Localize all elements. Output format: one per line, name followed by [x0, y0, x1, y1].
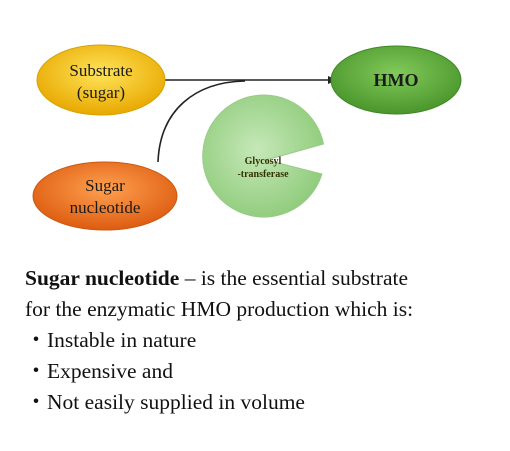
glycosyltransferase-enzyme: Glycosyl -transferase: [202, 94, 325, 218]
bullet-text: Not easily supplied in volume: [47, 390, 305, 414]
reaction-diagram: Substrate (sugar) Sugar nucleotide HMO G…: [32, 44, 462, 231]
hmo-node: HMO: [330, 45, 462, 115]
substrate-label-line1: Substrate: [69, 61, 132, 80]
description-line-2: for the enzymatic HMO production which i…: [25, 297, 414, 321]
enzyme-label-line2: -transferase: [237, 169, 289, 180]
nucleotide-connector: [157, 80, 246, 163]
bullet-marker: ・: [25, 359, 47, 383]
description-line-1: Sugar nucleotide – is the essential subs…: [25, 263, 505, 294]
nucleotide-label-line2: nucleotide: [70, 198, 141, 217]
bullet-marker: ・: [25, 328, 47, 352]
nucleotide-label-line1: Sugar: [85, 176, 125, 195]
bullet-item: ・Not easily supplied in volume: [25, 387, 505, 418]
substrate-node: Substrate (sugar): [36, 44, 166, 116]
sugar-nucleotide-node: Sugar nucleotide: [32, 161, 178, 231]
bullet-marker: ・: [25, 390, 47, 414]
bullet-text: Instable in nature: [47, 328, 197, 352]
bullet-item: ・Instable in nature: [25, 325, 505, 356]
hmo-label: HMO: [374, 70, 419, 90]
bullet-item: ・Expensive and: [25, 356, 505, 387]
description-line-1-rest: – is the essential substrate: [179, 266, 409, 290]
description-text: Sugar nucleotide – is the essential subs…: [25, 263, 505, 418]
enzyme-label-line1: Glycosyl: [245, 156, 282, 167]
bullet-text: Expensive and: [47, 359, 173, 383]
key-term: Sugar nucleotide: [25, 266, 180, 290]
substrate-label-line2: (sugar): [77, 83, 125, 102]
